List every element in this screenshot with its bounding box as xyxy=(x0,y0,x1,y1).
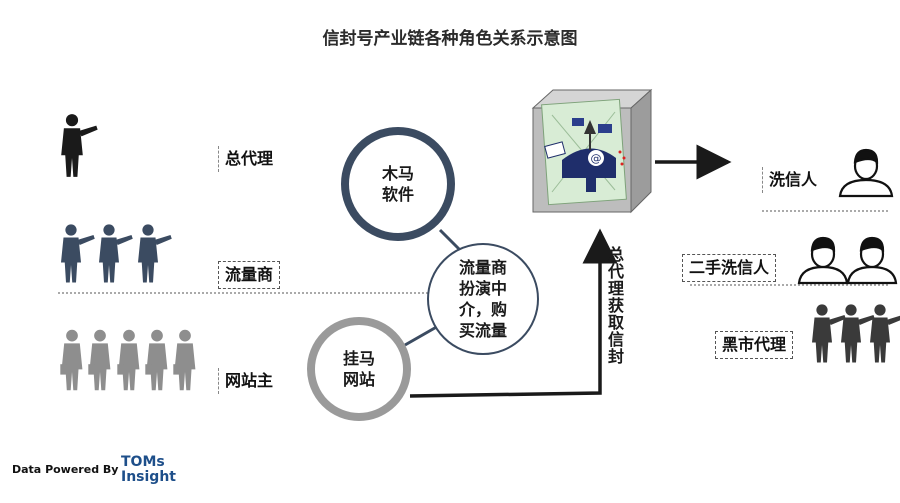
traffic-dealer-label: 流量商 xyxy=(218,261,281,289)
general-agent-label: 总代理 xyxy=(218,146,279,172)
traffic-dealer-circle xyxy=(427,243,539,355)
traffic-dealer-circle-text: 流量商 扮演中 介，购 买流量 xyxy=(443,257,523,341)
connector-line xyxy=(438,228,464,254)
traffic-dealer-figures xyxy=(61,224,172,283)
site-owner-figures xyxy=(60,329,196,391)
washer-label: 洗信人 xyxy=(762,167,823,193)
trojan-software-circle xyxy=(341,127,455,241)
black-market-agent-label: 黑市代理 xyxy=(715,331,794,359)
hanging-line-1: 挂马 xyxy=(342,349,375,368)
svg-text:@: @ xyxy=(591,152,602,165)
vertical-flow-label: 总代理获取信封 xyxy=(605,246,624,365)
trojan-line-2: 软件 xyxy=(381,185,414,204)
brand-line-1: TOMs xyxy=(121,454,165,470)
site-owner-label: 网站主 xyxy=(218,368,279,394)
washer-avatar-icon xyxy=(838,148,894,198)
trojan-software-text: 木马 软件 xyxy=(358,163,438,205)
page-title: 信封号产业链各种角色关系示意图 xyxy=(322,29,578,49)
middle-line-3: 介，购 xyxy=(458,300,507,319)
middle-line-2: 扮演中 xyxy=(458,279,507,298)
connector-line xyxy=(404,323,441,347)
general-agent-figure xyxy=(61,114,98,177)
hanging-line-2: 网站 xyxy=(342,370,375,389)
hanging-trojan-circle xyxy=(307,317,411,421)
brand-logo: TOMs Insight xyxy=(121,455,176,485)
middle-line-1: 流量商 xyxy=(458,258,507,277)
flow-arrow-up xyxy=(409,228,618,398)
black-market-agent-figures xyxy=(812,304,900,363)
hanging-trojan-text: 挂马 网站 xyxy=(319,348,399,390)
envelope-box-graphic: @ xyxy=(531,88,653,214)
middle-line-4: 买流量 xyxy=(458,321,507,340)
second-hand-washer-label: 二手洗信人 xyxy=(682,254,777,282)
trojan-line-1: 木马 xyxy=(381,164,414,183)
second-hand-washer-avatar-icon xyxy=(797,236,898,285)
powered-by-text: Data Powered By xyxy=(12,463,119,476)
brand-line-2: Insight xyxy=(121,469,176,485)
